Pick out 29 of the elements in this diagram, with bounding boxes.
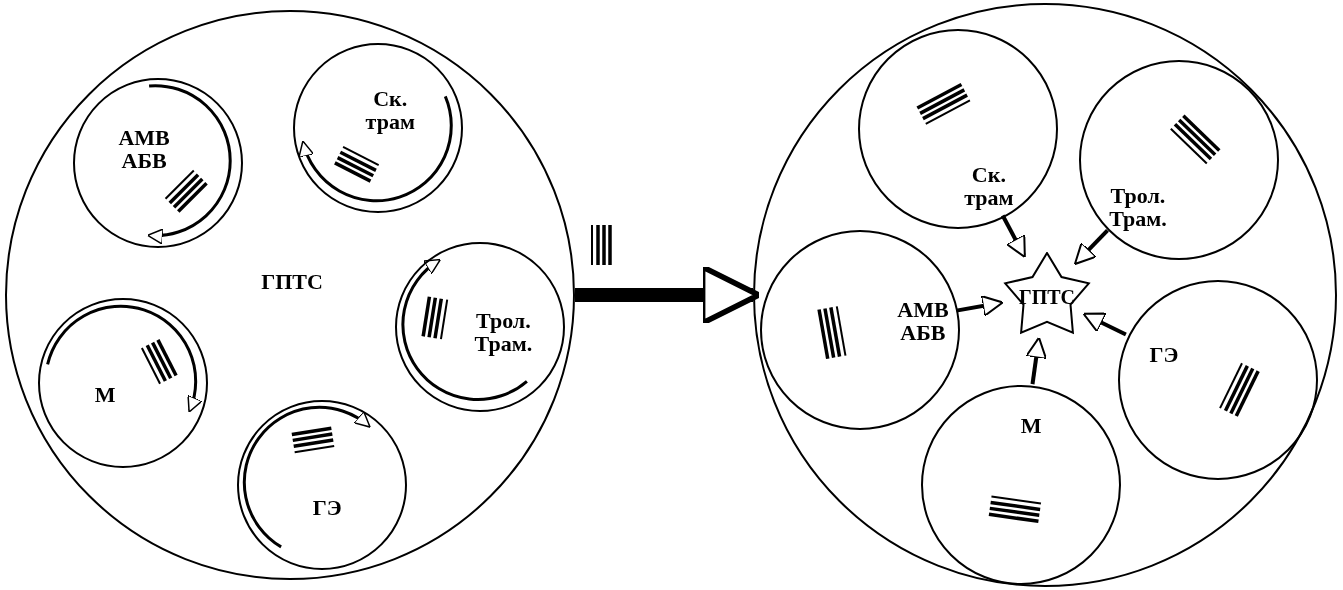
arrow [1073, 228, 1109, 266]
arrow [956, 295, 1004, 317]
outer-circle [5, 10, 575, 580]
node-label: М [94, 383, 116, 407]
circle-node [857, 29, 1058, 230]
node-label: Ск. трам [963, 162, 1015, 210]
node-label: ГЭ [312, 496, 342, 520]
node-label: ГПТС [261, 270, 323, 294]
outer-circle [753, 3, 1337, 587]
circle-node [920, 385, 1121, 586]
circle-node [394, 241, 565, 412]
circle-node [759, 230, 960, 430]
node-label: Трол. Трам. [473, 309, 533, 356]
circle-node [1079, 60, 1279, 261]
node-label: ГЭ [1149, 343, 1179, 367]
circle-node [37, 298, 208, 469]
circle-node [293, 42, 464, 213]
arrow [575, 264, 762, 326]
node-label: АМВ АБВ [897, 298, 949, 345]
circle-node [1117, 280, 1318, 481]
node-label: М [1020, 414, 1042, 438]
arrow [1025, 336, 1048, 385]
circle-node [72, 77, 243, 248]
node-label: Ск. трам [364, 87, 416, 134]
node-label: АМВ АБВ [117, 126, 171, 173]
node-label: ГПТС [1018, 286, 1076, 308]
arrow [1082, 312, 1127, 337]
node-label: Трол. Трам. [1108, 183, 1168, 230]
circle-node [236, 399, 407, 570]
